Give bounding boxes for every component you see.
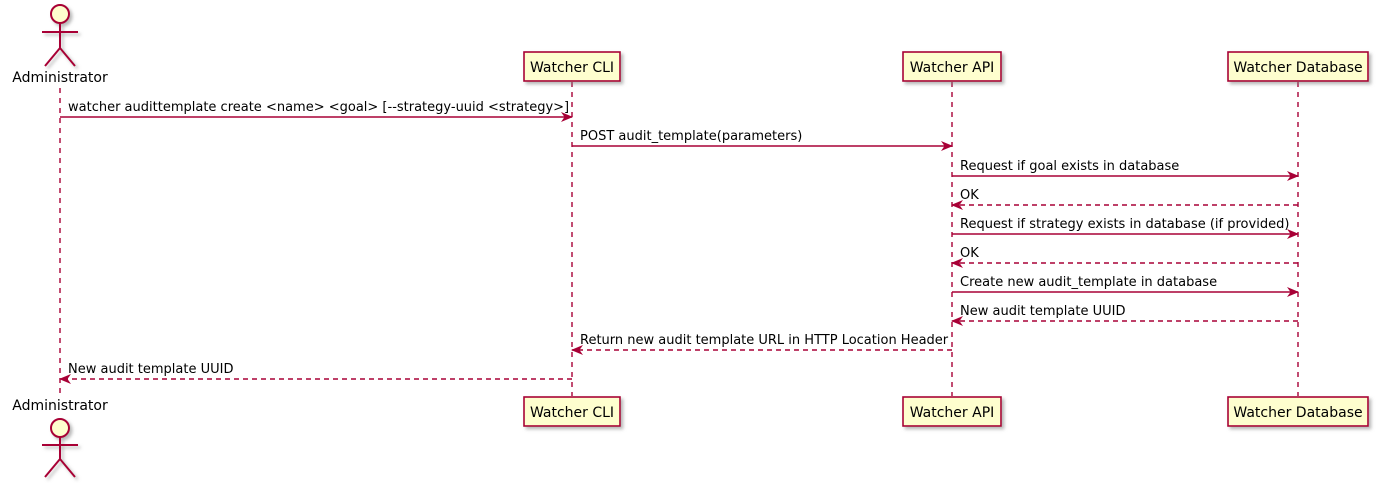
participant-label-watcher-database-top: Watcher Database	[1233, 60, 1362, 76]
participant-label-watcher-api-bottom: Watcher API	[910, 405, 995, 421]
participant-box-rect-database-top	[1227, 51, 1369, 82]
messages-group: watcher audittemplate create <name> <goa…	[59, 100, 1299, 384]
participant-label-watcher-database-bottom: Watcher Database	[1233, 405, 1362, 421]
actor-stick-figure-top-icon	[42, 4, 78, 67]
actor-label-administrator-top: Administrator	[12, 70, 108, 86]
participant-label-watcher-cli-top: Watcher CLI	[530, 60, 614, 76]
actor-label-administrator-bottom: Administrator	[12, 398, 108, 414]
message-label-1: watcher audittemplate create <name> <goa…	[68, 100, 569, 115]
message-label-4: OK	[960, 188, 979, 203]
message-label-2: POST audit_template(parameters)	[580, 129, 802, 144]
actor-stick-figure-bottom-icon	[42, 418, 78, 478]
message-4[interactable]: OK	[951, 188, 1298, 210]
participant-box-rect-cli-bottom	[523, 396, 621, 427]
message-9[interactable]: Return new audit template URL in HTTP Lo…	[571, 333, 952, 355]
message-5[interactable]: Request if strategy exists in database (…	[952, 217, 1299, 239]
message-8[interactable]: New audit template UUID	[951, 304, 1298, 326]
message-label-6: OK	[960, 246, 979, 261]
actor-administrator-top[interactable]: Administrator	[12, 4, 108, 86]
actor-administrator-bottom[interactable]: Administrator	[12, 398, 108, 478]
participant-box-watcher-database-bottom[interactable]: Watcher Database	[1227, 396, 1369, 427]
lifelines-group	[59, 82, 1299, 396]
participant-box-watcher-api-bottom[interactable]: Watcher API	[902, 396, 1002, 427]
participant-label-watcher-api-top: Watcher API	[910, 60, 995, 76]
participant-box-rect-api-bottom	[902, 396, 1002, 427]
participant-box-rect-api-top	[902, 51, 1002, 82]
message-label-10: New audit template UUID	[68, 362, 233, 377]
message-label-3: Request if goal exists in database	[960, 159, 1179, 174]
message-label-9: Return new audit template URL in HTTP Lo…	[580, 333, 949, 348]
participant-box-watcher-cli-top[interactable]: Watcher CLI	[523, 51, 621, 82]
participant-label-watcher-cli-bottom: Watcher CLI	[530, 405, 614, 421]
message-1[interactable]: watcher audittemplate create <name> <goa…	[60, 100, 573, 122]
message-10[interactable]: New audit template UUID	[59, 362, 572, 384]
message-6[interactable]: OK	[951, 246, 1298, 268]
message-2[interactable]: POST audit_template(parameters)	[572, 129, 953, 151]
message-label-8: New audit template UUID	[960, 304, 1125, 319]
participant-box-rect-cli-top	[523, 51, 621, 82]
message-7[interactable]: Create new audit_template in database	[952, 275, 1299, 297]
participant-box-watcher-database-top[interactable]: Watcher Database	[1227, 51, 1369, 82]
participant-box-watcher-cli-bottom[interactable]: Watcher CLI	[523, 396, 621, 427]
participant-box-watcher-api-top[interactable]: Watcher API	[902, 51, 1002, 82]
message-label-5: Request if strategy exists in database (…	[960, 217, 1289, 232]
message-label-7: Create new audit_template in database	[960, 275, 1217, 290]
message-3[interactable]: Request if goal exists in database	[952, 159, 1299, 181]
participant-box-rect-database-bottom	[1227, 396, 1369, 427]
